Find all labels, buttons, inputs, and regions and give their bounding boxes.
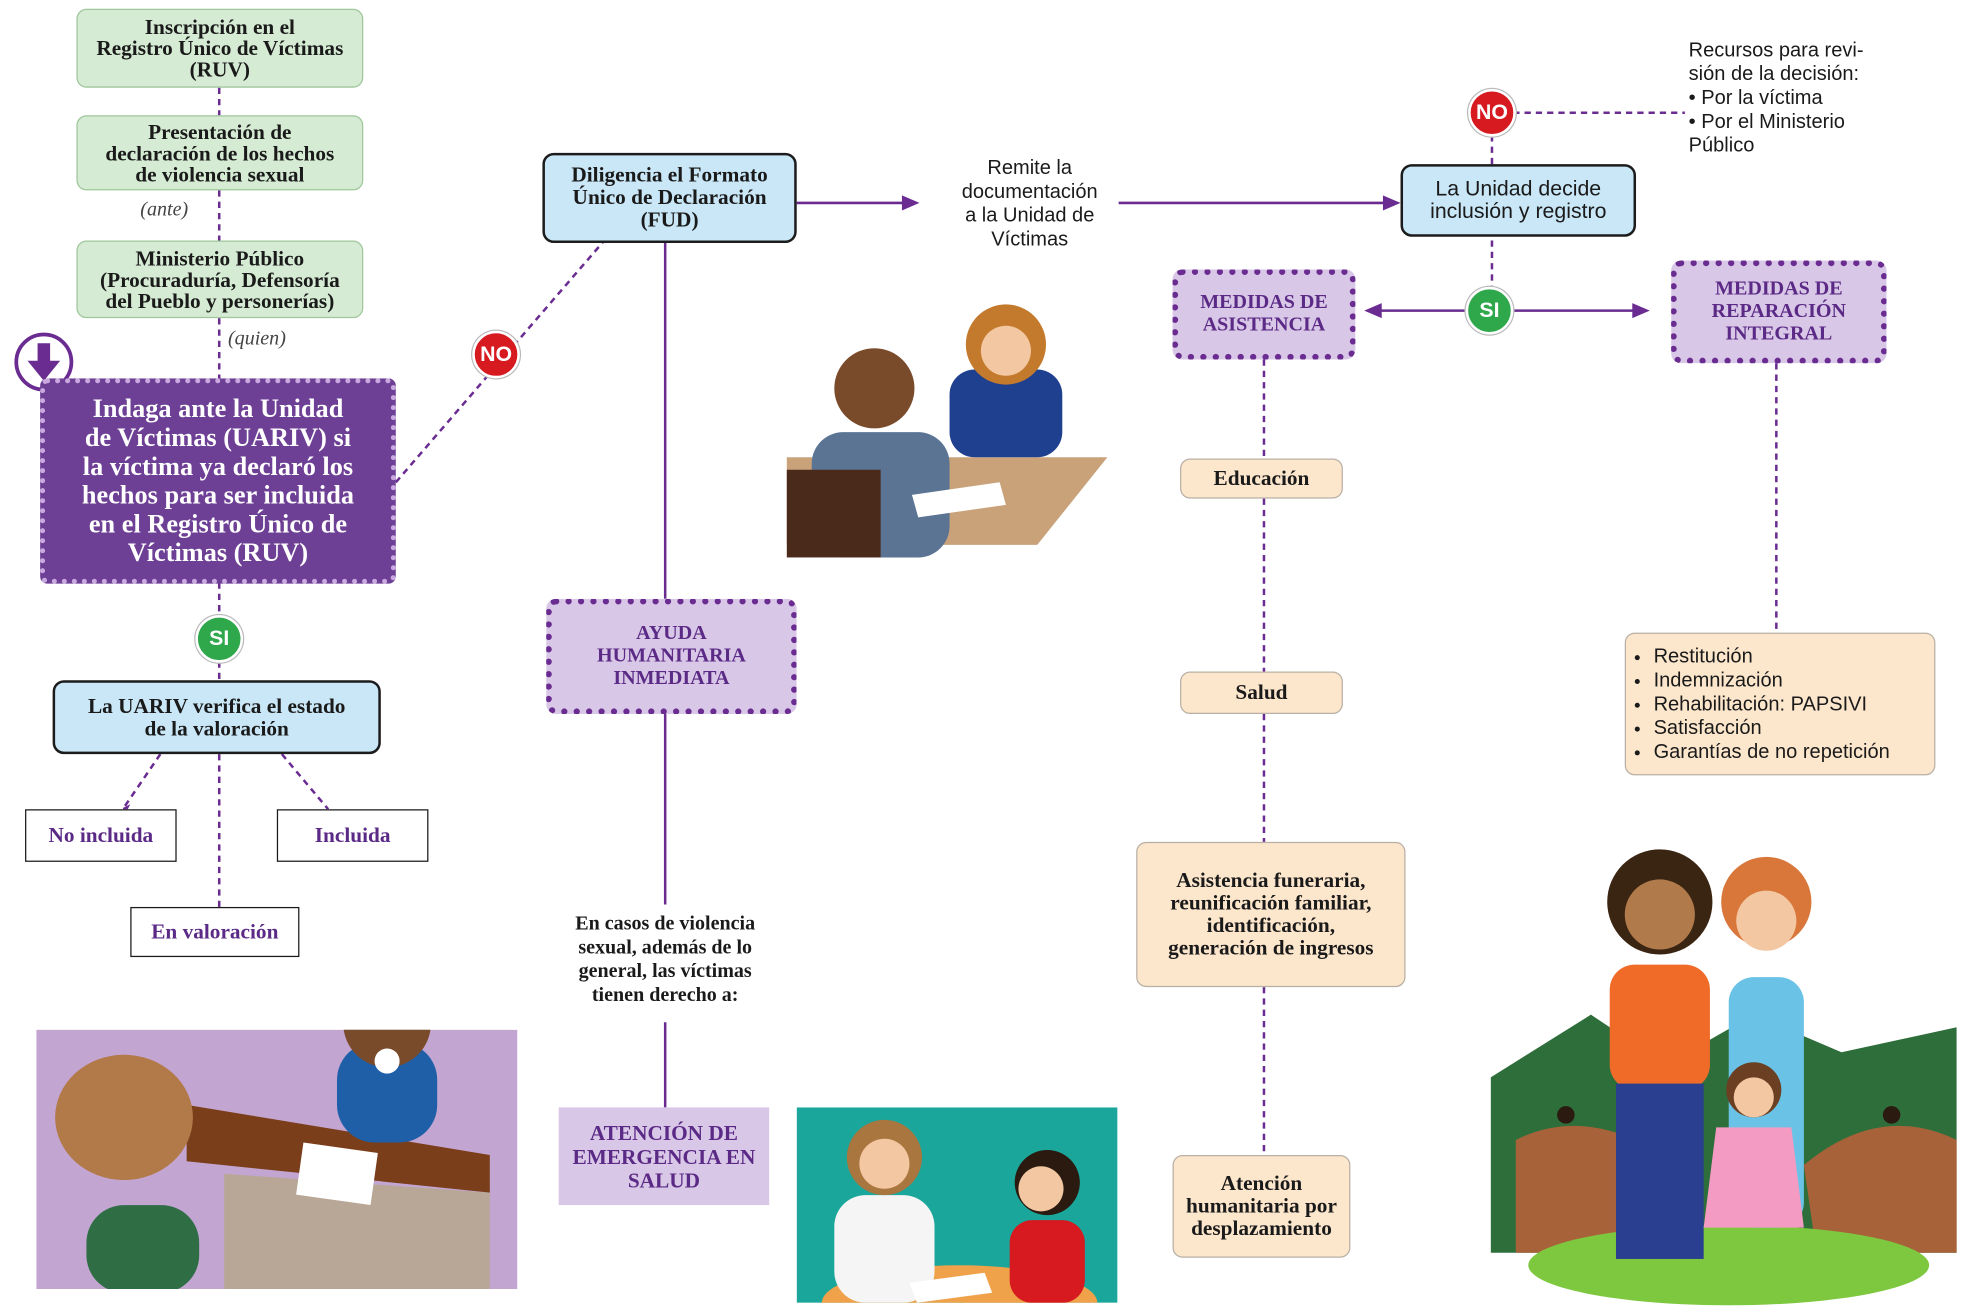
indaga-line5: en el Registro Único de — [88, 508, 348, 539]
recursos-line2: sión de la decisión: — [1688, 63, 1860, 86]
asistencia-funeraria-box: Asistencia funeraria,reunificación famil… — [1136, 841, 1406, 988]
indaga-line4: hechos para ser incluida — [81, 479, 355, 510]
recursos-text: Recursos para revi-sión de la decisión:•… — [1689, 39, 1902, 158]
remite-line3: a la Unidad de — [965, 205, 1095, 227]
ayuda-line2: HUMANITARIA — [597, 645, 746, 667]
reparacion-line3: INTEGRAL — [1725, 323, 1833, 345]
verifica-line2: de la valoración — [144, 715, 289, 740]
ayuda-line1: AYUDA — [636, 622, 707, 644]
recursos-line5: Público — [1688, 135, 1755, 157]
fud-line1: Diligencia el Formato — [571, 162, 768, 187]
step-inscripcion-line2: Registro Único de Víctimas — [96, 36, 344, 61]
asistencia-line1: MEDIDAS DE — [1200, 291, 1328, 314]
step-ministerio-box: Ministerio Público(Procuraduría, Defenso… — [76, 240, 364, 319]
quien-label: (quien) — [227, 328, 286, 350]
incluida-box: Incluida — [276, 809, 429, 862]
reparacion-item: Restitución — [1654, 645, 1890, 669]
reparacion-line2: REPARACIÓN — [1711, 300, 1847, 322]
recursos-line3: • Por la víctima — [1688, 87, 1823, 109]
reparacion-item: Rehabilitación: PAPSIVI — [1654, 692, 1890, 716]
reparacion-line1: MEDIDAS DE — [1715, 278, 1843, 300]
educacion-box: Educación — [1180, 458, 1343, 499]
step-inscripcion-line1: Inscripción en el — [144, 15, 295, 39]
step-ministerio-line3: del Pueblo y personerías) — [105, 288, 335, 313]
decide-line2: inclusión y registro — [1430, 199, 1607, 223]
remite-line1: Remite la — [987, 157, 1073, 180]
reparacion-item: Satisfacción — [1654, 716, 1890, 740]
desk-meeting-illustration — [786, 294, 1108, 558]
no-incluida-box: No incluida — [25, 809, 177, 862]
desplazamiento-line3: desplazamiento — [1191, 1216, 1332, 1241]
no-badge-right: NO — [1468, 88, 1516, 137]
funeraria-line4: generación de ingresos — [1168, 935, 1374, 960]
fud-line2: Único de Declaración — [572, 185, 767, 210]
family-illustration — [1490, 827, 1957, 1306]
funeraria-line1: Asistencia funeraria, — [1176, 868, 1366, 892]
step-ministerio-line2: (Procuraduría, Defensoría — [99, 267, 340, 292]
ayuda-line3: INMEDIATA — [613, 667, 730, 689]
recursos-line1: Recursos para revi- — [1688, 40, 1864, 62]
fud-line3: (FUD) — [640, 207, 699, 232]
step-presentacion-line1: Presentación de — [148, 119, 292, 144]
office-illustration — [36, 979, 518, 1293]
funeraria-line2: reunificación familiar, — [1170, 890, 1372, 915]
desplazamiento-line2: humanitaria por — [1186, 1193, 1337, 1218]
atencion-line1: ATENCIÓN DE — [589, 1120, 738, 1145]
indaga-line1: Indaga ante la Unidad — [92, 393, 344, 424]
indaga-line2: de Víctimas (UARIV) si — [84, 422, 352, 453]
salud-box: Salud — [1180, 671, 1343, 715]
asistencia-line2: ASISTENCIA — [1202, 314, 1326, 336]
atencion-line2: EMERGENCIA EN — [572, 1144, 756, 1169]
indaga-line3: la víctima ya declaró los — [82, 450, 354, 482]
step-presentacion-line3: de violencia sexual — [135, 162, 305, 187]
remite-line2: documentación — [961, 181, 1098, 203]
reparacion-item: Indemnización — [1654, 668, 1890, 692]
no-badge-left: NO — [472, 330, 520, 379]
casos-line2: sexual, además de lo — [578, 937, 753, 959]
ante-label: (ante) — [140, 199, 189, 221]
step-ministerio-line1: Ministerio Público — [135, 246, 305, 270]
no-incluida-label: No incluida — [48, 823, 154, 847]
reparacion-list-box: Restitución Indemnización Rehabilitación… — [1624, 632, 1936, 776]
si-badge-left: SI — [195, 615, 244, 663]
verifica-line1: La UARIV verifica el estado — [87, 693, 346, 718]
en-valoracion-label: En valoración — [151, 919, 279, 944]
desplazamiento-line1: Atención — [1220, 1171, 1303, 1196]
en-valoracion-box: En valoración — [130, 906, 300, 958]
si-badge-right: SI — [1465, 286, 1514, 335]
step-presentacion-line2: declaración de los hechos — [105, 140, 335, 165]
recursos-line4: • Por el Ministerio — [1688, 111, 1845, 133]
step-inscripcion-line3: (RUV) — [189, 57, 251, 82]
reparacion-item: Garantías de no repetición — [1654, 740, 1890, 764]
salud-label: Salud — [1235, 680, 1288, 705]
remite-line4: Víctimas — [991, 229, 1069, 251]
casos-line1: En casos de violencia — [575, 913, 756, 935]
doctor-illustration — [796, 1107, 1118, 1312]
indaga-line6: Víctimas (RUV) — [127, 537, 309, 568]
casos-line4: tienen derecho a: — [591, 984, 739, 1006]
funeraria-line3: identificación, — [1206, 913, 1336, 938]
educacion-label: Educación — [1213, 466, 1310, 490]
atencion-line3: SALUD — [627, 1168, 701, 1192]
decide-line1: La Unidad decide — [1435, 176, 1602, 201]
reparacion-list: Restitución Indemnización Rehabilitación… — [1636, 645, 1890, 764]
incluida-label: Incluida — [314, 823, 391, 847]
casos-line3: general, las víctimas — [578, 960, 752, 983]
